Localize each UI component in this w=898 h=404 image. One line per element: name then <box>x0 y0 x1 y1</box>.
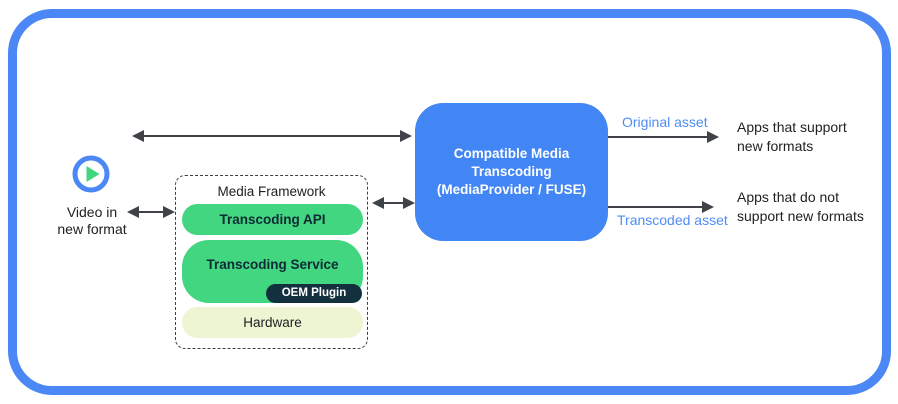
transcoder-line1: Compatible Media <box>453 146 570 161</box>
play-icon <box>72 155 110 193</box>
transcoded-asset-label: Transcoded asset <box>617 212 728 228</box>
transcoder-line3: (MediaProvider / FUSE) <box>436 182 587 197</box>
compatible-media-transcoding-box: Compatible Media Transcoding (MediaProvi… <box>415 103 608 241</box>
arrow-transcoded-asset <box>608 201 714 213</box>
hardware-label: Hardware <box>243 315 302 330</box>
transcoding-service-pill: Transcoding Service OEM Plugin <box>182 240 363 303</box>
arrow-source-to-transcoder <box>132 130 412 142</box>
apps-support-label: Apps that support new formats <box>737 119 847 154</box>
media-framework-title: Media Framework <box>217 184 326 199</box>
original-asset-label: Original asset <box>622 114 708 130</box>
media-framework-box: Media Framework Transcoding API Transcod… <box>175 175 368 349</box>
hardware-pill: Hardware <box>182 307 363 338</box>
transcoding-api-label: Transcoding API <box>219 212 326 227</box>
arrow-source-to-framework <box>127 206 175 218</box>
arrow-original-asset <box>608 131 719 143</box>
apps-no-support-label: Apps that do not support new formats <box>737 189 864 224</box>
transcoding-service-label: Transcoding Service <box>206 257 339 272</box>
oem-plugin-pill: OEM Plugin <box>266 284 362 303</box>
arrow-framework-to-transcoder <box>372 197 415 209</box>
diagram-border <box>8 9 891 395</box>
transcoder-line2: Transcoding <box>471 164 552 179</box>
transcoding-api-pill: Transcoding API <box>182 204 363 235</box>
oem-plugin-label: OEM Plugin <box>281 287 347 299</box>
video-source-label: Video in new format <box>57 204 127 237</box>
